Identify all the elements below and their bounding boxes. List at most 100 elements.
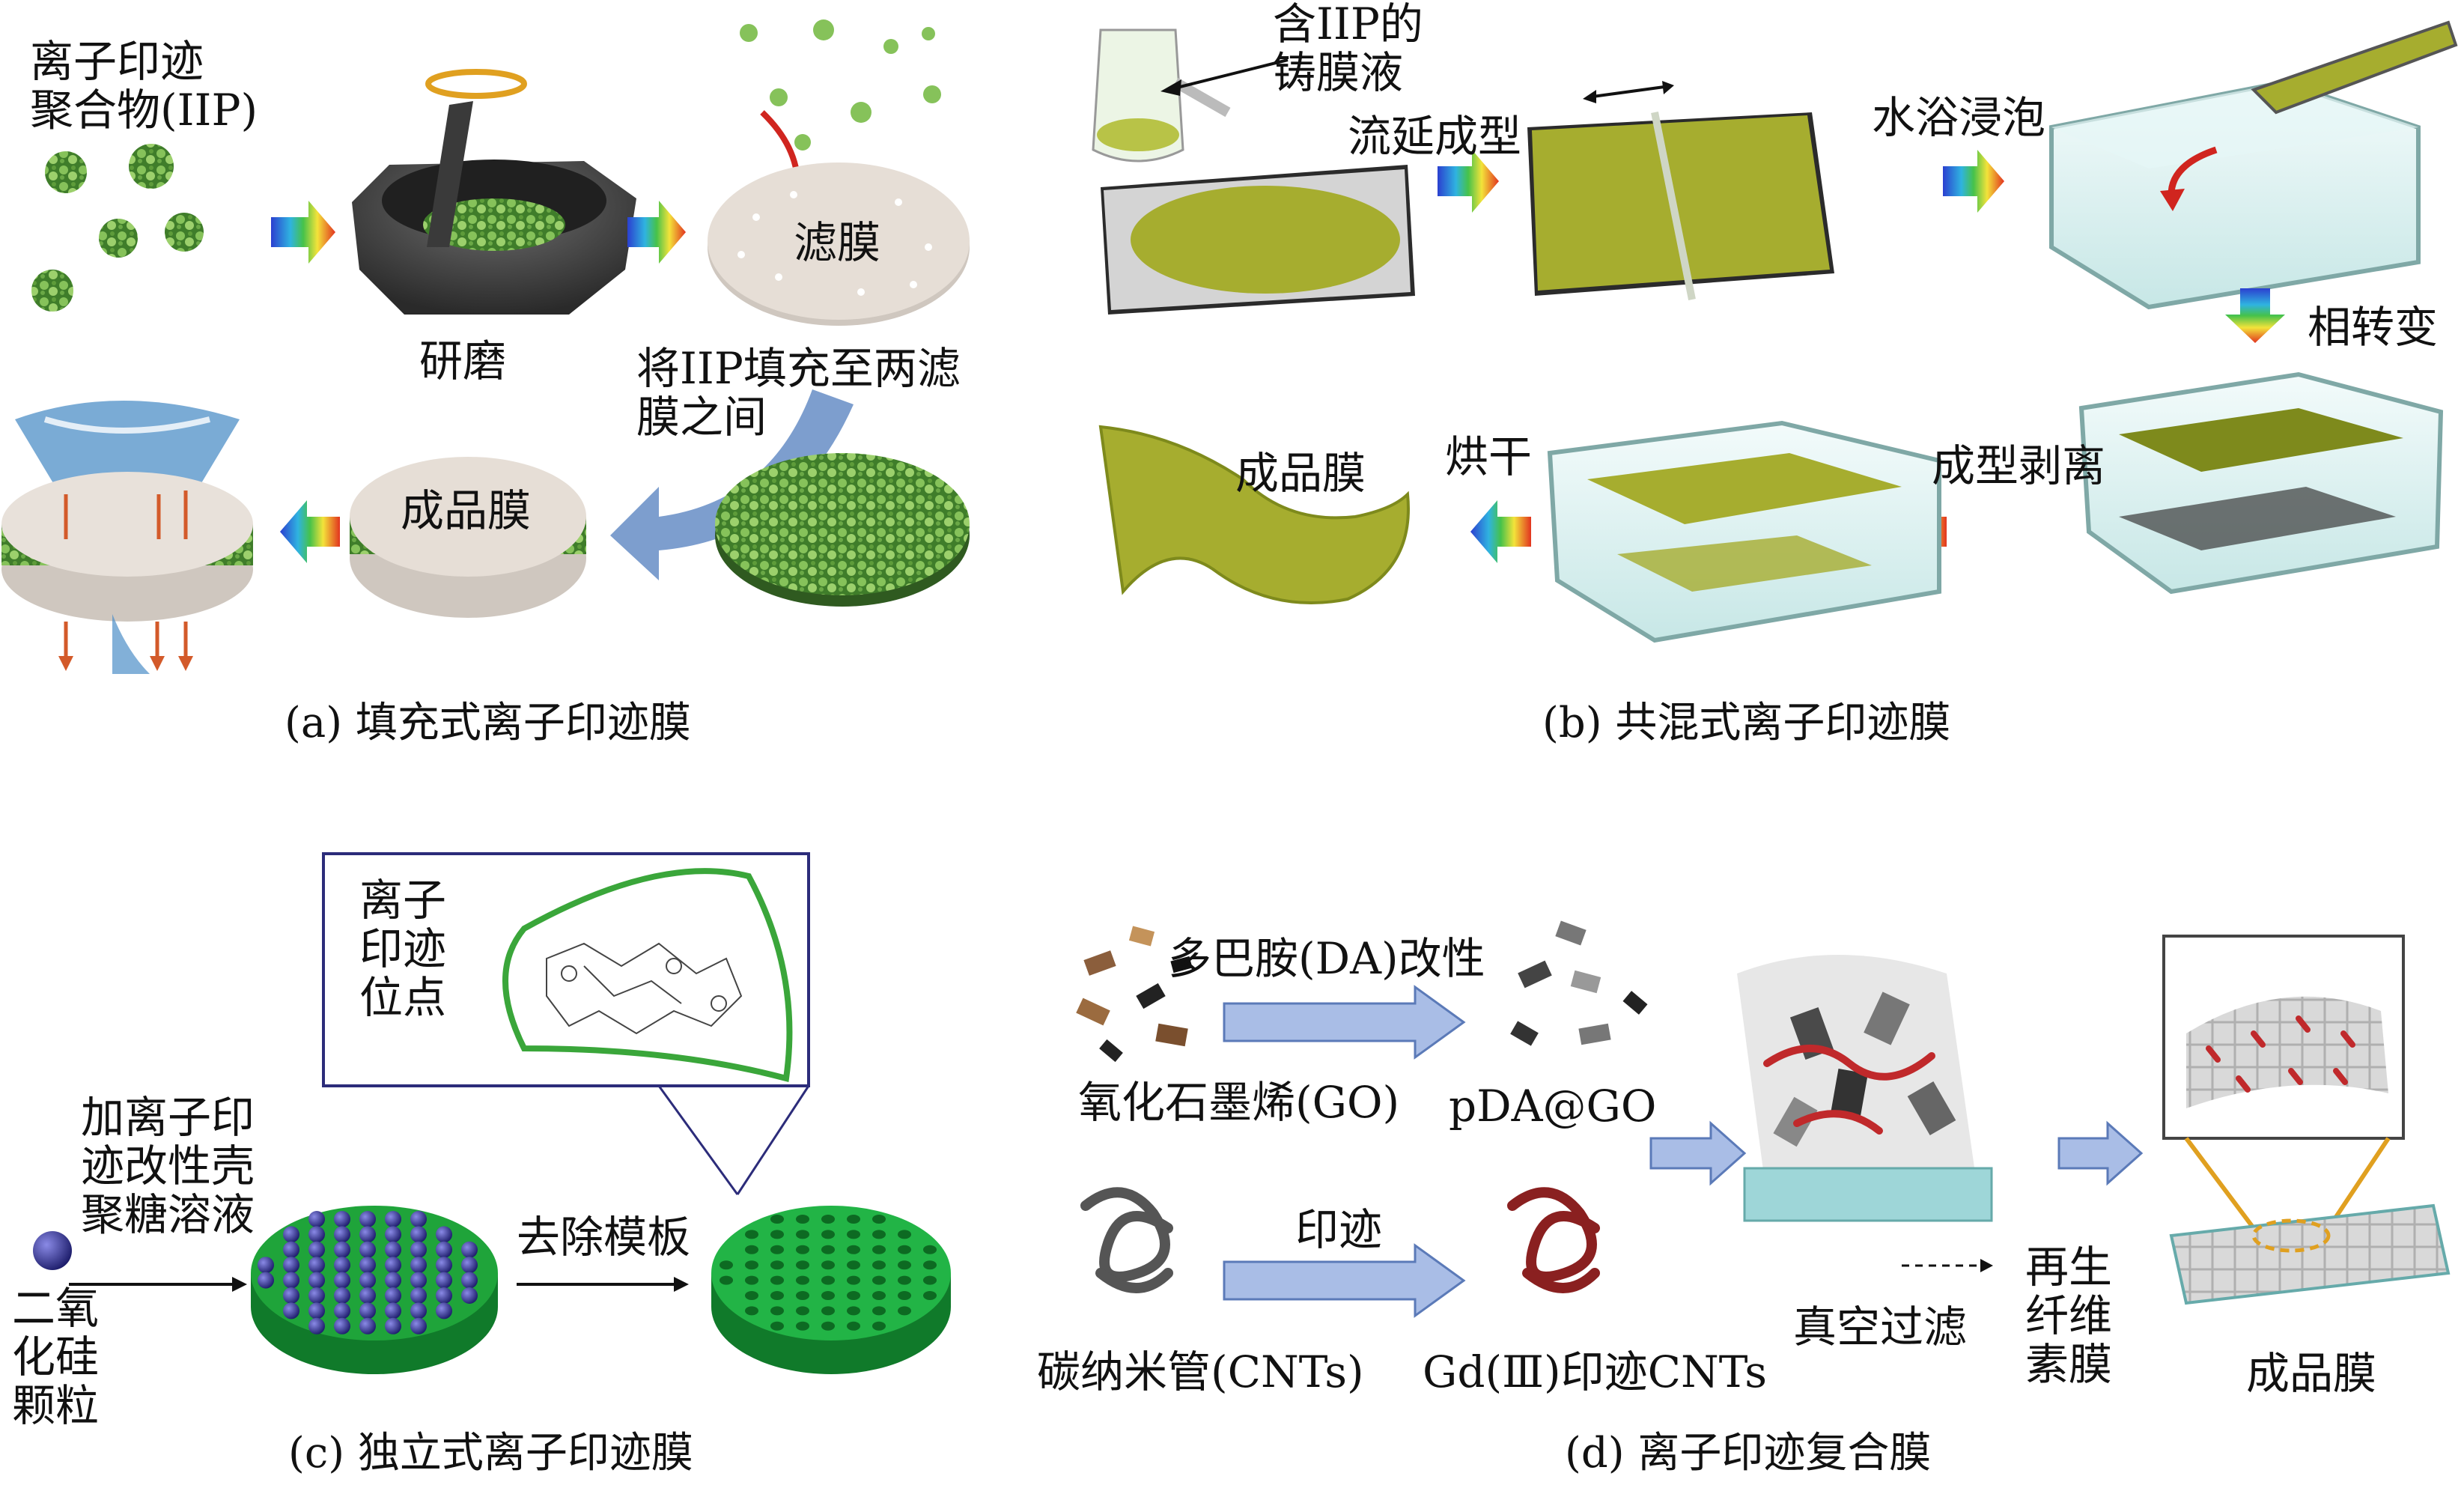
dashed-pointer-head (1980, 1259, 1993, 1272)
imprint-pore (872, 1230, 886, 1239)
imprint-pore (745, 1291, 758, 1300)
silica-sphere (385, 1226, 401, 1242)
casting-plate (1101, 165, 1415, 315)
silica-sphere (385, 1302, 401, 1319)
product-membrane-a (350, 457, 586, 618)
mortar-pestle (352, 72, 636, 315)
iip-particles (31, 144, 204, 312)
vacuum-label: 真空过滤 (1793, 1303, 1967, 1352)
iip-label: 离子印迹 聚合物(IIP) (30, 37, 258, 135)
silica-sphere (283, 1287, 299, 1304)
silica-sphere (359, 1318, 376, 1334)
silica-sphere (461, 1287, 478, 1304)
add-label: 加离子印 迹改性壳 聚糖溶液 (81, 1093, 255, 1239)
silica-sphere (359, 1257, 376, 1273)
caption-b: (b) 共混式离子印迹膜 (1542, 700, 1950, 747)
imprint-pore (898, 1276, 911, 1285)
silica-sphere (410, 1211, 427, 1227)
imprint-pore (821, 1215, 835, 1224)
imprint-pore (821, 1230, 835, 1239)
product-label-d: 成品膜 (2246, 1349, 2376, 1398)
imprint-pore (796, 1276, 809, 1285)
product-label-a: 成品膜 (401, 487, 531, 535)
imprint-pore (745, 1230, 758, 1239)
imprint-pore (745, 1260, 758, 1269)
imprint-pore (872, 1306, 886, 1315)
thin-arrow-head (674, 1277, 689, 1292)
silica-sphere (283, 1226, 299, 1242)
dry-label: 烘干 (1445, 433, 1532, 482)
imprint-pore (770, 1215, 784, 1224)
silica-sphere (308, 1318, 325, 1334)
bath-label: 水浴浸泡 (1872, 94, 2045, 142)
composite-membrane (2164, 936, 2448, 1303)
imprint-pore (770, 1306, 784, 1315)
falling-iip (740, 19, 941, 151)
imprint-pore (745, 1245, 758, 1254)
imprint-pore (923, 1260, 937, 1269)
imprint-pore (745, 1276, 758, 1285)
silica-sphere (334, 1318, 350, 1334)
silica-sphere (359, 1302, 376, 1319)
filter-label: 滤膜 (794, 219, 880, 267)
imprint-pore (898, 1306, 911, 1315)
imprint-pore (898, 1230, 911, 1239)
filtration-membrane (1, 401, 253, 674)
silica-spheres (258, 1211, 478, 1334)
imprint-pore (872, 1276, 886, 1285)
imprint-pore (898, 1260, 911, 1269)
imprint-pore (821, 1306, 835, 1315)
remove-label: 去除模板 (517, 1213, 690, 1262)
rainbow-arrow-icon (627, 201, 686, 264)
imprint-pore (872, 1322, 886, 1331)
grind-label: 研磨 (419, 337, 506, 386)
silica-sphere (385, 1272, 401, 1289)
imprint-pore (720, 1276, 733, 1285)
imprint-pore (898, 1245, 911, 1254)
imprint-pore (821, 1291, 835, 1300)
light-blue-block-arrow-icon (2059, 1123, 2141, 1183)
imprint-label: 印迹 (1295, 1206, 1382, 1254)
water-bath-3 (1550, 423, 1939, 640)
silica-sphere (410, 1318, 427, 1334)
filled-filter-disk (715, 453, 970, 607)
silica-sphere (436, 1272, 452, 1289)
light-blue-block-arrow-icon (1224, 1245, 1464, 1316)
silica-sphere (385, 1257, 401, 1273)
imprint-pore (770, 1276, 784, 1285)
imprint-pore (847, 1215, 860, 1224)
imprint-pore (720, 1260, 733, 1269)
silica-sphere (461, 1272, 478, 1289)
gd-cnt-tangle (1512, 1192, 1595, 1288)
imprint-pore (796, 1322, 809, 1331)
silica-sphere (308, 1242, 325, 1258)
callout-lines (659, 1086, 809, 1194)
silica-sphere (436, 1302, 452, 1319)
da-label: 多巴胺(DA)改性 (1168, 935, 1485, 983)
imprint-pore (770, 1230, 784, 1239)
silica-sphere (258, 1272, 274, 1289)
imprint-pore (923, 1291, 937, 1300)
imprint-pore (847, 1322, 860, 1331)
imprint-pore (821, 1276, 835, 1285)
thin-arrow-icon (1168, 60, 1288, 90)
thin-arrow-head (232, 1277, 247, 1292)
silica-sphere (359, 1211, 376, 1227)
imprint-pore (821, 1260, 835, 1269)
imprint-pore (872, 1215, 886, 1224)
silica-sphere (334, 1257, 350, 1273)
rainbow-arrow-icon (271, 201, 335, 264)
imprint-pore (872, 1291, 886, 1300)
iip-label-text: 离子印迹 聚合物(IIP) (30, 36, 258, 136)
imprint-pore (872, 1245, 886, 1254)
imprint-pore (796, 1306, 809, 1315)
cnt-tangle (1086, 1192, 1168, 1288)
silica-sphere (410, 1257, 427, 1273)
rainbow-arrow-icon (1470, 500, 1531, 563)
water-bath-1 (2051, 22, 2456, 307)
imprint-pore (770, 1245, 784, 1254)
silica-sphere (436, 1287, 452, 1304)
rainbow-arrow-icon (280, 500, 340, 563)
peel-label: 成型剥离 (1932, 442, 2105, 491)
imprint-pore (847, 1291, 860, 1300)
